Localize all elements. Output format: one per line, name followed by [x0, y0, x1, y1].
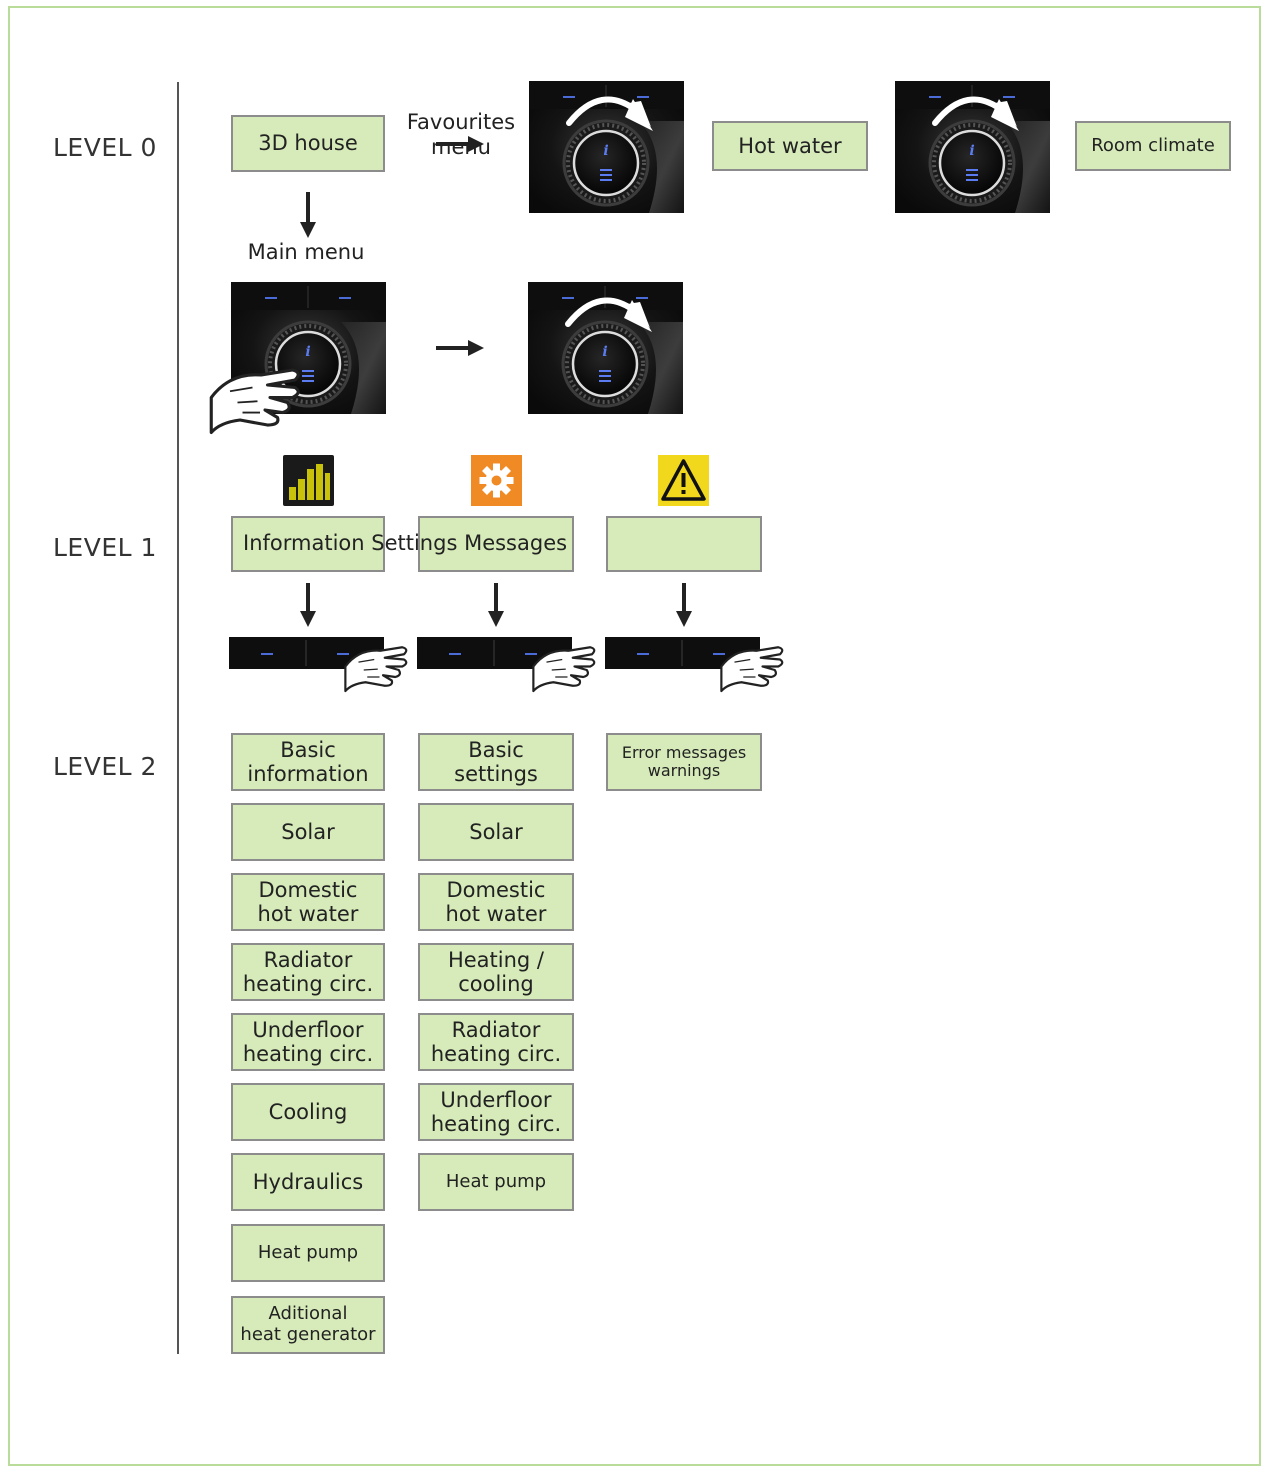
settings-item-domestic-hot-water: Domestic hot water — [418, 873, 574, 931]
settings-item-label: Heating / cooling — [447, 947, 545, 996]
down-arrow-icon — [300, 583, 316, 627]
messages-item-error-messages-warnings: Error messages warnings — [606, 733, 762, 791]
info-item-label: Heat pump — [257, 1241, 359, 1263]
room-climate-box: Room climate — [1075, 121, 1231, 171]
gear-icon — [471, 455, 522, 506]
control-knob-photo-room-climate — [895, 81, 1050, 213]
settings-item-label: Domestic hot water — [445, 877, 547, 926]
info-item-domestic-hot-water: Domestic hot water — [231, 873, 385, 931]
3d-house-box: 3D house — [231, 115, 385, 172]
pressing-hand-icon — [209, 368, 300, 435]
settings-item-label: Solar — [469, 819, 523, 844]
bar-chart-icon — [283, 455, 334, 506]
button-strip-messages — [605, 637, 784, 693]
info-item-label: Domestic hot water — [257, 877, 359, 926]
level-1-label: LEVEL 1 — [53, 533, 157, 562]
settings-item-label: Heat pump — [445, 1170, 547, 1192]
main-menu-label: Main menu — [247, 240, 365, 264]
diagram-frame — [8, 6, 1261, 1466]
hot-water-label: Hot water — [738, 133, 842, 158]
info-item-hydraulics: Hydraulics — [231, 1153, 385, 1211]
information-box — [231, 516, 385, 572]
down-arrow-icon — [300, 192, 316, 238]
down-arrow-icon — [676, 583, 692, 627]
level-2-label: LEVEL 2 — [53, 752, 157, 781]
info-item-label: Solar — [281, 819, 335, 844]
3d-house-label: 3D house — [258, 131, 358, 156]
control-knob-photo-favourites — [529, 81, 684, 213]
info-item-heat-pump: Heat pump — [231, 1224, 385, 1282]
settings-label: Settings — [371, 531, 458, 555]
info-item-label: Cooling — [268, 1099, 348, 1124]
info-item-additional-heat-generator: Aditional heat generator — [231, 1296, 385, 1354]
settings-item-radiator-heating-circ: Radiator heating circ. — [418, 1013, 574, 1071]
info-item-label: Hydraulics — [252, 1169, 364, 1194]
room-climate-label: Room climate — [1091, 134, 1215, 156]
settings-box — [418, 516, 574, 572]
down-arrow-icon — [488, 583, 504, 627]
info-item-label: Aditional heat generator — [240, 1303, 376, 1345]
favourites-menu-label: Favourites menu — [398, 110, 524, 160]
right-arrow-icon — [436, 340, 484, 356]
settings-item-heat-pump: Heat pump — [418, 1153, 574, 1211]
messages-box — [606, 516, 762, 572]
settings-item-solar: Solar — [418, 803, 574, 861]
control-knob-photo-turn — [528, 282, 683, 414]
settings-item-underfloor-heating-circ: Underfloor heating circ. — [418, 1083, 574, 1141]
level-1-labels-row: Information Settings Messages — [243, 531, 567, 556]
level-divider-line — [177, 82, 179, 1354]
level-0-label: LEVEL 0 — [53, 133, 157, 162]
favourites-menu-text: Favourites menu — [406, 110, 516, 160]
messages-item-label: Error messages warnings — [621, 742, 747, 780]
information-label: Information — [243, 531, 365, 555]
hot-water-box: Hot water — [712, 121, 868, 171]
info-item-radiator-heating-circ: Radiator heating circ. — [231, 943, 385, 1001]
info-item-solar: Solar — [231, 803, 385, 861]
right-arrow-icon — [436, 136, 484, 152]
settings-item-basic-settings: Basic settings — [418, 733, 574, 791]
info-item-label: Basic information — [247, 737, 369, 786]
info-item-label: Radiator heating circ. — [242, 947, 374, 996]
settings-item-label: Underfloor heating circ. — [430, 1087, 562, 1136]
settings-item-label: Radiator heating circ. — [430, 1017, 562, 1066]
info-item-label: Underfloor heating circ. — [242, 1017, 374, 1066]
messages-label: Messages — [464, 531, 568, 555]
settings-item-heating-cooling: Heating / cooling — [418, 943, 574, 1001]
button-strip-information — [229, 637, 408, 693]
warning-icon — [658, 455, 709, 506]
button-strip-settings — [417, 637, 596, 693]
info-item-underfloor-heating-circ: Underfloor heating circ. — [231, 1013, 385, 1071]
info-item-cooling: Cooling — [231, 1083, 385, 1141]
settings-item-label: Basic settings — [454, 737, 538, 786]
info-item-basic-information: Basic information — [231, 733, 385, 791]
